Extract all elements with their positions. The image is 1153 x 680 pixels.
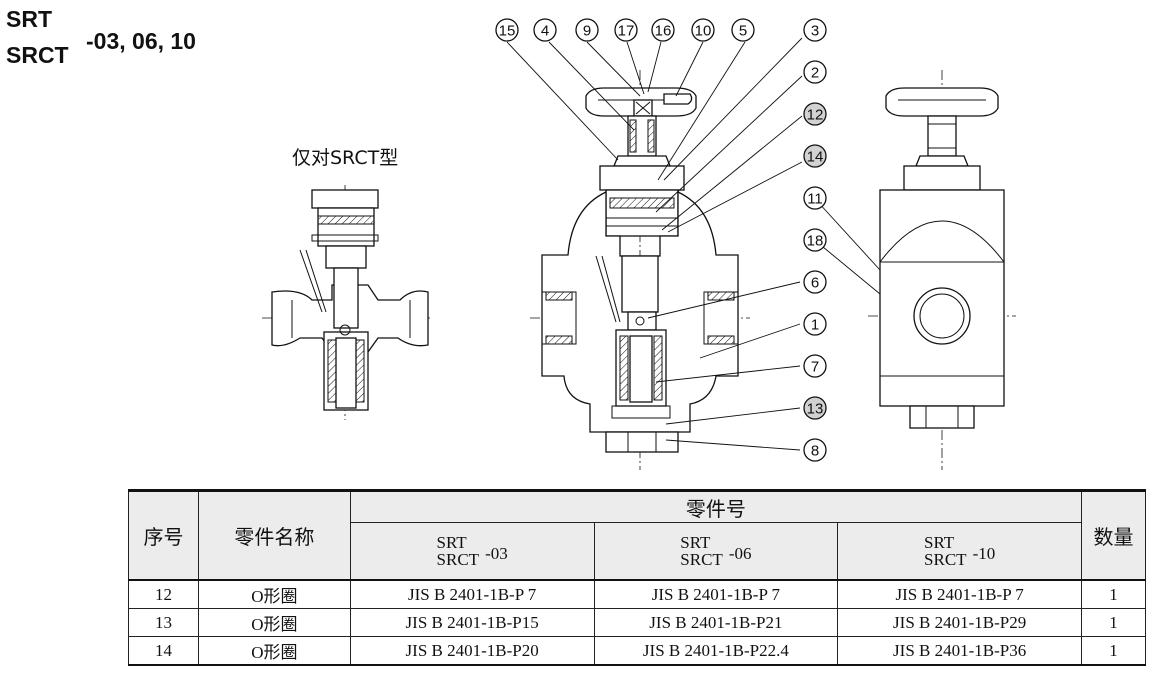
callout-15: 15: [495, 18, 519, 42]
row-name: O形圈: [197, 579, 351, 609]
row-no: 14: [128, 636, 199, 666]
header-no: 序号: [128, 490, 199, 581]
row-part-06: JIS B 2401-1B-P21: [593, 608, 839, 637]
model-title-srt: SRT: [6, 6, 52, 32]
valve-drawing: 15 4 9 17 16 10 5 3 2 12 14 11 18 6 1 7 …: [262, 18, 1016, 470]
row-part-03: JIS B 2401-1B-P15: [349, 608, 595, 637]
header-quantity: 数量: [1081, 490, 1146, 581]
row-part-06: JIS B 2401-1B-P 7: [593, 579, 839, 609]
row-name: O形圈: [197, 608, 351, 637]
row-part-03: JIS B 2401-1B-P 7: [349, 579, 595, 609]
svg-text:3: 3: [811, 23, 819, 40]
table-row: 14 O形圈 JIS B 2401-1B-P20 JIS B 2401-1B-P…: [128, 636, 1146, 666]
table-row: 12 O形圈 JIS B 2401-1B-P 7 JIS B 2401-1B-P…: [128, 579, 1146, 609]
svg-text:12: 12: [807, 107, 824, 124]
svg-text:15: 15: [499, 23, 516, 40]
row-no: 13: [128, 608, 199, 637]
callout-13: 13: [803, 396, 827, 420]
callout-14: 14: [803, 144, 827, 168]
svg-text:6: 6: [811, 275, 819, 292]
callout-8: 8: [803, 438, 827, 462]
table-row: 13 O形圈 JIS B 2401-1B-P15 JIS B 2401-1B-P…: [128, 608, 1146, 637]
leader-lines: [506, 37, 881, 451]
row-part-03: JIS B 2401-1B-P20: [349, 636, 595, 666]
valve-side-view: [868, 70, 1016, 470]
callout-6: 6: [803, 270, 827, 294]
svg-text:13: 13: [807, 401, 824, 418]
svg-text:2: 2: [811, 65, 819, 82]
row-qty: 1: [1081, 608, 1146, 637]
model-title-srct: SRCT: [6, 42, 69, 68]
row-qty: 1: [1081, 636, 1146, 666]
svg-text:9: 9: [583, 23, 591, 40]
row-part-10: JIS B 2401-1B-P 7: [837, 579, 1083, 609]
callout-9: 9: [575, 18, 599, 42]
svg-text:8: 8: [811, 443, 819, 460]
svg-text:5: 5: [739, 23, 747, 40]
callout-17: 17: [614, 18, 638, 42]
header-part-name: 零件名称: [197, 490, 351, 581]
callout-4: 4: [533, 18, 557, 42]
callout-5: 5: [731, 18, 755, 42]
svg-text:18: 18: [807, 233, 824, 250]
row-no: 12: [128, 579, 199, 609]
model-title-sizes: -03, 06, 10: [86, 28, 196, 54]
row-qty: 1: [1081, 579, 1146, 609]
callout-11: 11: [803, 186, 827, 210]
callout-18: 18: [803, 228, 827, 252]
row-part-10: JIS B 2401-1B-P36: [837, 636, 1083, 666]
svg-text:11: 11: [807, 191, 823, 208]
row-part-10: JIS B 2401-1B-P29: [837, 608, 1083, 637]
srct-only-label: 仅对SRCT型: [292, 147, 399, 169]
svg-text:10: 10: [695, 23, 712, 40]
svg-text:16: 16: [655, 23, 672, 40]
valve-section-view: [530, 70, 750, 470]
callout-12: 12: [803, 102, 827, 126]
svg-text:17: 17: [618, 23, 635, 40]
svg-text:1: 1: [811, 317, 819, 334]
svg-text:4: 4: [541, 23, 549, 40]
callout-1: 1: [803, 312, 827, 336]
callout-3: 3: [803, 18, 827, 42]
row-part-06: JIS B 2401-1B-P22.4: [593, 636, 839, 666]
header-part-number: 零件号: [349, 490, 1083, 523]
callout-10: 10: [691, 18, 715, 42]
svg-text:7: 7: [811, 359, 819, 376]
svg-text:14: 14: [807, 149, 824, 166]
callout-7: 7: [803, 354, 827, 378]
srct-partial-view: [262, 185, 430, 420]
callout-2: 2: [803, 60, 827, 84]
callout-16: 16: [651, 18, 675, 42]
row-name: O形圈: [197, 636, 351, 666]
